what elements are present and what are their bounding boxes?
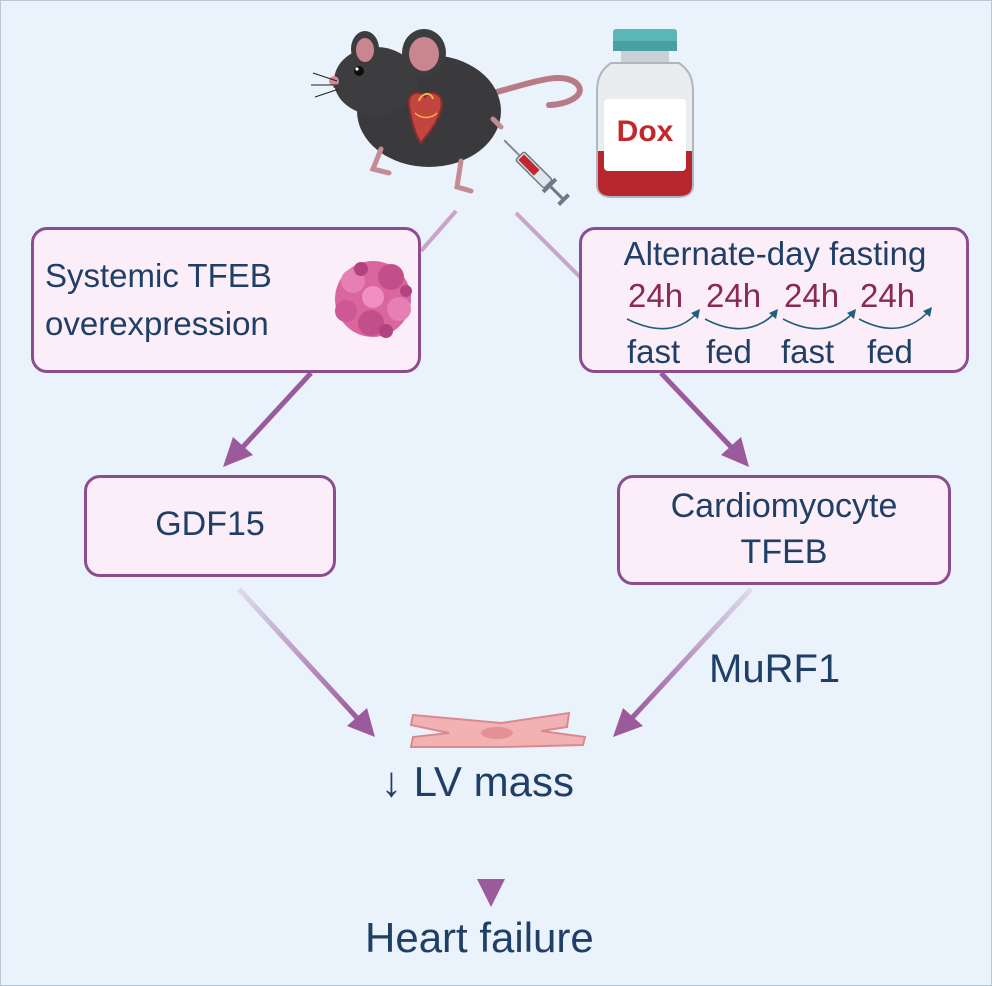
phase-label-2: fed xyxy=(706,333,752,370)
tfeb-to-gdf15-arrow xyxy=(223,371,313,467)
fasting-to-cardiomyocyte-arrow xyxy=(659,371,749,467)
cardiomyocyte-to-lv-mass-arrow xyxy=(613,587,753,737)
hour-label-1: 24h xyxy=(628,277,684,314)
dox-label: Dox xyxy=(616,115,674,148)
lv-mass-label: ↓ LV mass xyxy=(381,758,574,805)
gdf15-box xyxy=(84,475,336,577)
murf1-label: MuRF1 xyxy=(709,647,841,691)
gdf15-label: GDF15 xyxy=(155,505,265,543)
mouse-to-tfeb-line xyxy=(419,209,458,253)
lv-mass-to-heart-failure-arrow xyxy=(477,816,505,907)
systemic-tfeb-line1: Systemic TFEB xyxy=(45,257,272,294)
hour-label-4: 24h xyxy=(860,277,916,314)
phase-label-3: fast xyxy=(781,333,835,370)
alternate-day-fasting-box xyxy=(579,227,969,373)
hour-label-2: 24h xyxy=(706,277,762,314)
cardiomyocyte-tfeb-box xyxy=(617,475,951,585)
heart-icon xyxy=(407,91,443,145)
heart-failure-label: Heart failure xyxy=(365,914,594,961)
cardiomyocyte-line1: Cardiomyocyte xyxy=(670,487,898,525)
phase-label-1: fast xyxy=(627,333,681,370)
phase-label-4: fed xyxy=(867,333,913,370)
systemic-tfeb-line2: overexpression xyxy=(45,305,269,342)
hour-label-3: 24h xyxy=(784,277,840,314)
gdf15-to-lv-mass-arrow xyxy=(237,587,375,737)
mouse-to-fasting-line xyxy=(514,211,588,285)
cardiomyocyte-line2: TFEB xyxy=(740,533,828,571)
fasting-title: Alternate-day fasting xyxy=(623,235,927,272)
